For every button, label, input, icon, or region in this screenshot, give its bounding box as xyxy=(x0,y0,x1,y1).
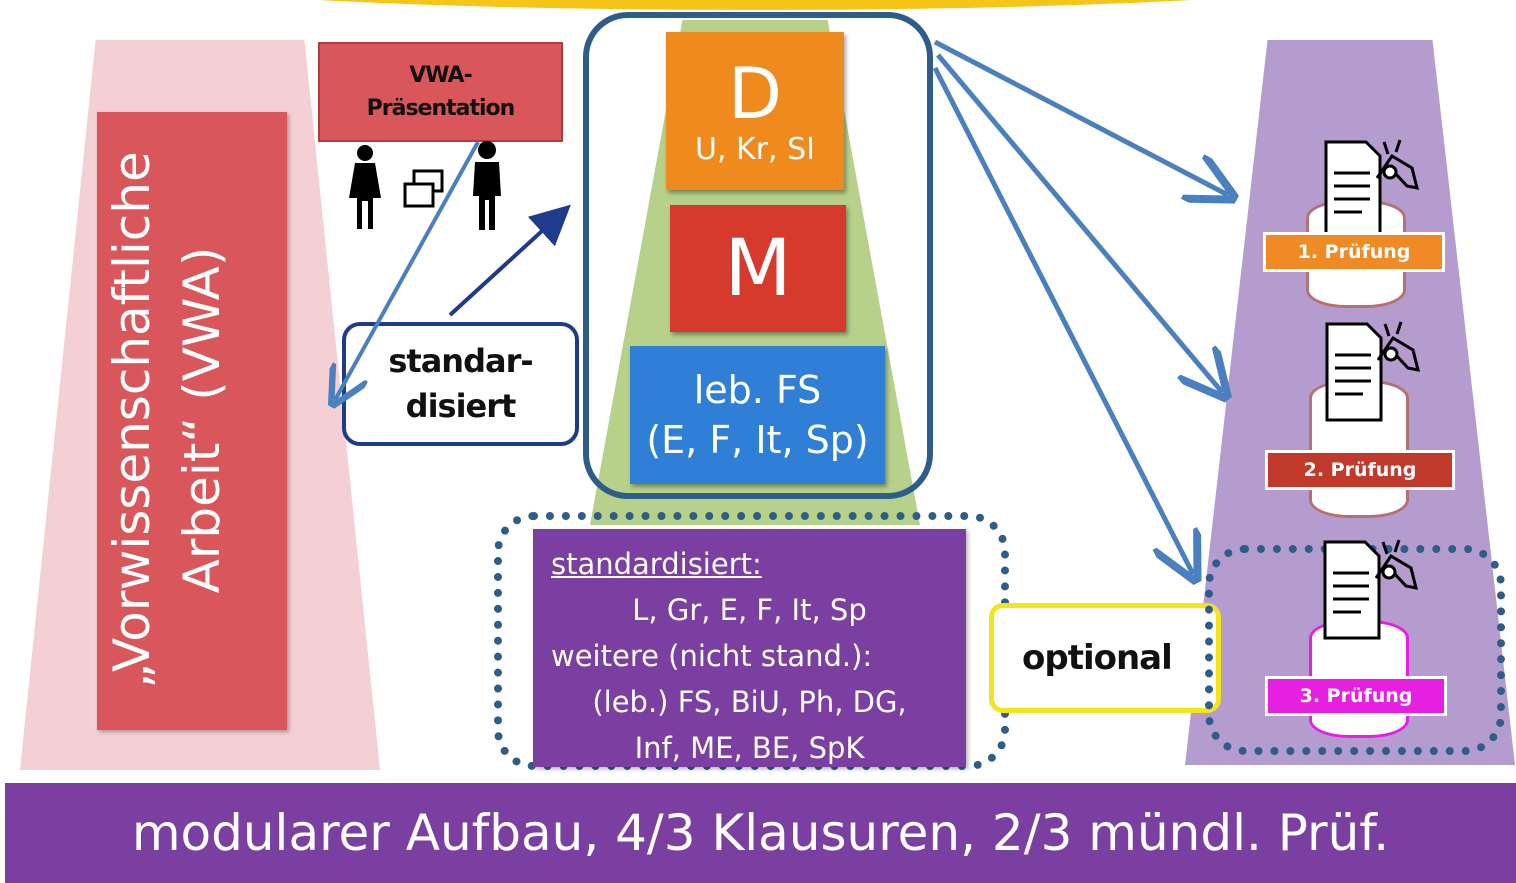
arrow-standardised-to-core xyxy=(448,204,571,317)
presentation-screen-icon xyxy=(403,169,444,208)
vwa-block xyxy=(97,112,287,730)
optional-label-text: optional xyxy=(1022,638,1173,678)
arrow-to-exam-2 xyxy=(936,53,1222,392)
arrow-to-exam-1 xyxy=(933,39,1228,195)
giraffe-examiner-icon xyxy=(1374,539,1419,590)
giraffe-examiner-icon xyxy=(1375,139,1420,190)
document-icon xyxy=(1324,139,1420,240)
giraffe-examiner-icon xyxy=(1376,321,1421,372)
document-icon xyxy=(1323,539,1419,640)
written-exams-box: standardisiert: L, Gr, E, F, It, Sp weit… xyxy=(533,529,966,767)
footer-bar: modularer Aufbau, 4/3 Klausuren, 2/3 mün… xyxy=(5,783,1516,883)
subject-fs-block: leb. FS (E, F, It, Sp) xyxy=(630,346,885,484)
subject-d-block: D U, Kr, SI xyxy=(666,32,844,190)
written-exams-heading: standardisiert: xyxy=(551,547,762,581)
subject-d-letter: D xyxy=(728,52,782,135)
written-exams-other-line2: Inf, ME, BE, SpK xyxy=(634,731,865,765)
footer-text: modularer Aufbau, 4/3 Klausuren, 2/3 mün… xyxy=(131,804,1390,862)
vwa-presentation-line1: VWA- xyxy=(409,63,472,88)
subject-d-alternatives: U, Kr, SI xyxy=(695,131,815,167)
arrow-presentation-to-vwa xyxy=(335,141,480,400)
person-female-icon xyxy=(349,145,381,229)
written-exams-other-heading: weitere (nicht stand.): xyxy=(551,639,873,673)
oral-exam-3-label: 3. Prüfung xyxy=(1265,676,1447,716)
subject-m-letter: M xyxy=(724,223,792,314)
standardised-label-line2: disiert xyxy=(405,387,517,425)
oral-exam-2: 2. Prüfung xyxy=(1265,321,1455,522)
subject-m-block: M xyxy=(670,205,846,332)
person-male-icon xyxy=(473,141,501,230)
core-subjects-outline xyxy=(583,12,933,499)
standardised-label-line1: standar- xyxy=(388,342,533,381)
oral-exam-1: 1. Prüfung xyxy=(1263,139,1445,310)
vwa-presentation-box: VWA- Präsentation xyxy=(318,42,563,142)
oral-exam-3: 3. Prüfung xyxy=(1265,539,1447,745)
subject-fs-line1: leb. FS xyxy=(693,368,822,412)
arrow-to-exam-3 xyxy=(932,66,1193,574)
subject-fs-line2: (E, F, It, Sp) xyxy=(646,418,869,462)
written-exams-other-line1: (leb.) FS, BiU, Ph, DG, xyxy=(592,685,907,719)
vwa-presentation-line2: Präsentation xyxy=(366,96,516,121)
optional-label: optional xyxy=(989,603,1221,713)
oral-exam-2-label: 2. Prüfung xyxy=(1265,450,1455,490)
top-banner-edge xyxy=(95,0,1415,10)
document-icon xyxy=(1325,321,1421,422)
oral-exam-1-label: 1. Prüfung xyxy=(1263,232,1445,272)
written-exams-standard-subjects: L, Gr, E, F, It, Sp xyxy=(632,593,867,627)
